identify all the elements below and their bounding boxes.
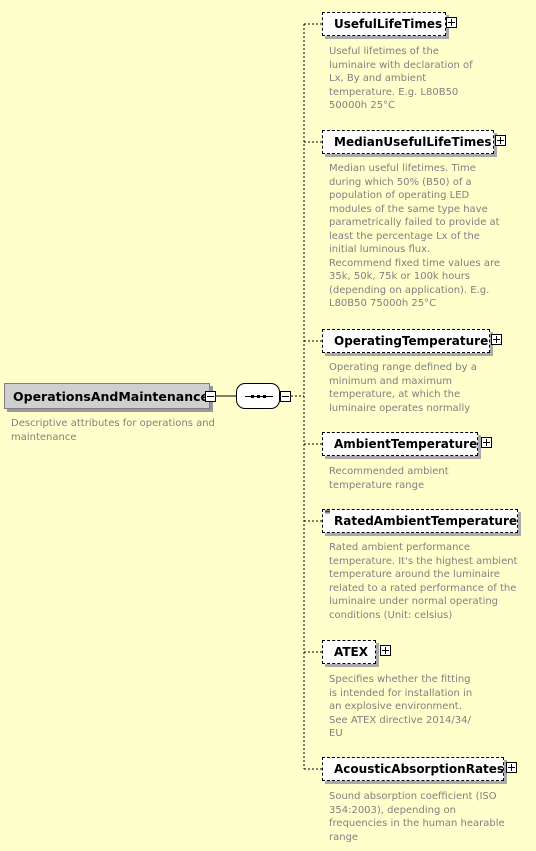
documentation-icon: ≡ — [324, 507, 331, 516]
element-box-1[interactable]: MedianUsefulLifeTimes — [322, 130, 494, 154]
element-label: UsefulLifeTimes — [334, 17, 443, 31]
element-description: Sound absorption coefficient (ISO 354:20… — [329, 791, 505, 843]
element-description: Specifies whether the fitting is intende… — [329, 674, 473, 739]
root-description: Descriptive attributes for operations an… — [11, 418, 215, 443]
expand-icon[interactable] — [446, 17, 457, 28]
element-label: OperatingTemperature — [334, 334, 489, 348]
element-box-3[interactable]: AmbientTemperature — [322, 432, 478, 456]
element-label: AmbientTemperature — [334, 437, 478, 451]
sequence-compositor — [236, 383, 280, 409]
element-description: Operating range defined by a minimum and… — [329, 362, 477, 414]
root-element-box[interactable]: OperationsAndMaintenance — [4, 383, 210, 409]
element-box-6[interactable]: AcousticAbsorptionRates — [322, 757, 504, 781]
element-box-0[interactable]: UsefulLifeTimes — [322, 12, 446, 36]
expand-icon[interactable] — [506, 762, 517, 773]
expand-icon[interactable] — [491, 334, 502, 345]
element-box-5[interactable]: ATEX — [322, 640, 376, 664]
element-label: MedianUsefulLifeTimes — [334, 135, 492, 149]
element-label: AcousticAbsorptionRates — [334, 762, 505, 776]
sequence-collapse-icon[interactable] — [280, 391, 291, 402]
collapse-icon[interactable] — [205, 391, 216, 402]
element-label: ATEX — [334, 645, 368, 659]
element-description: Rated ambient performance temperature. I… — [329, 542, 518, 621]
element-description: Median useful lifetimes. Time during whi… — [329, 163, 501, 309]
element-description: Useful lifetimes of the luminaire with d… — [329, 46, 473, 111]
element-description: Recommended ambient temperature range — [329, 466, 449, 491]
expand-icon[interactable] — [380, 645, 391, 656]
element-box-2[interactable]: OperatingTemperature — [322, 329, 490, 353]
element-box-4[interactable]: RatedAmbientTemperature — [322, 509, 518, 533]
root-element-label: OperationsAndMaintenance — [13, 388, 209, 404]
expand-icon[interactable] — [495, 135, 506, 146]
sequence-icon — [245, 395, 273, 398]
expand-icon[interactable] — [481, 437, 492, 448]
element-label: RatedAmbientTemperature — [334, 514, 518, 528]
